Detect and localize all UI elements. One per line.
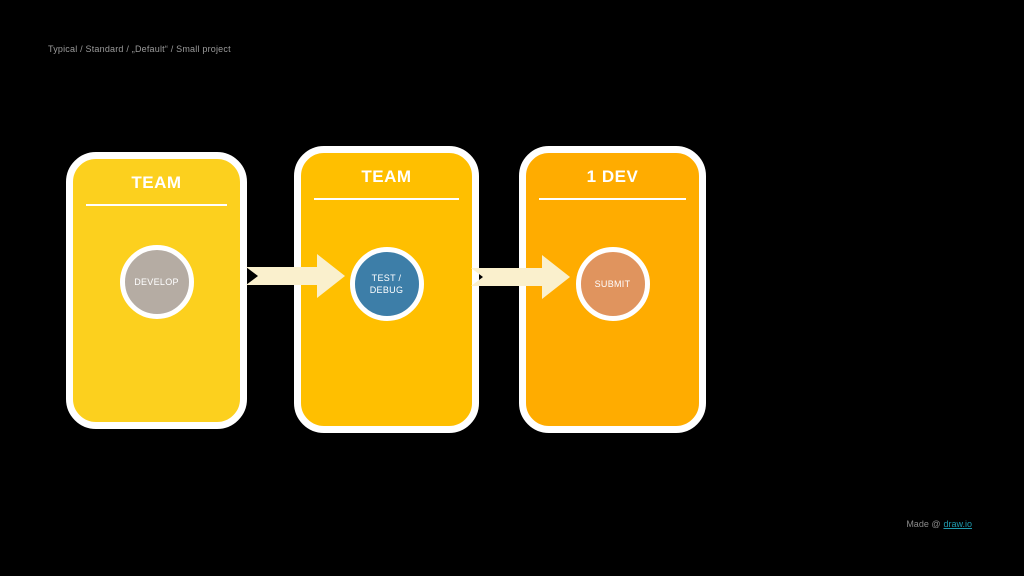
made-label: Made @	[906, 519, 941, 529]
title-divider	[86, 204, 227, 206]
title-divider	[314, 198, 459, 200]
develop-node: DEVELOP	[119, 245, 194, 319]
slide-caption: Typical / Standard / „Default“ / Small p…	[48, 44, 231, 54]
drawio-link[interactable]: draw.io	[943, 519, 972, 529]
submit-node: SUBMIT	[575, 247, 650, 321]
flow-card-team-develop: TEAM DEVELOP	[66, 152, 247, 429]
title-divider	[539, 198, 686, 200]
test-debug-node: TEST / DEBUG	[349, 247, 424, 321]
flow-card-team-test-debug: TEAM TEST / DEBUG	[294, 146, 479, 433]
made-with-credit: Made @draw.io	[906, 519, 972, 529]
card-title: TEAM	[361, 167, 412, 186]
card-title: 1 DEV	[586, 167, 639, 186]
flow-card-one-dev-submit: 1 DEV SUBMIT	[519, 146, 706, 433]
card-title: TEAM	[131, 173, 182, 192]
